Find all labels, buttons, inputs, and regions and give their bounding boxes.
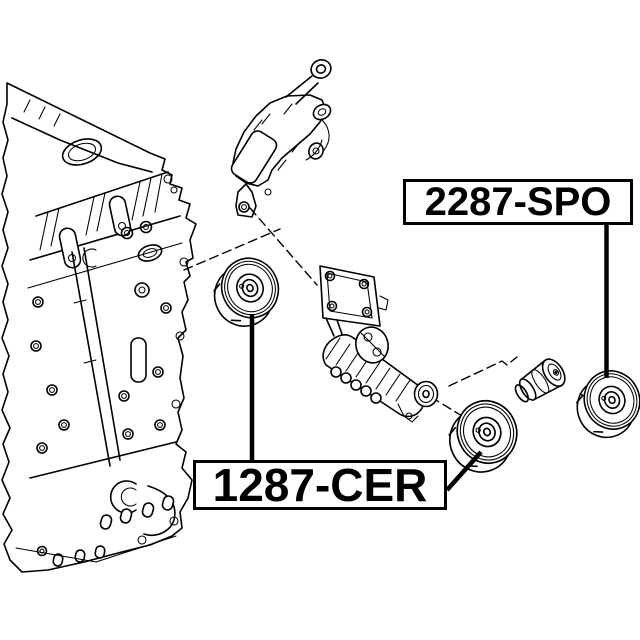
idler-pulley-right (565, 361, 640, 448)
tensioner-damper-drawing (514, 358, 566, 403)
axis-tensioner-to-damper (448, 356, 518, 387)
idler-pulley-upper (202, 248, 291, 337)
mounting-bracket-drawing (230, 59, 332, 218)
leader-lines (249, 224, 609, 492)
engine-block-drawing (1, 82, 197, 573)
part-label-1287-cer: 1287-CER (193, 459, 447, 511)
tensioner-assembly-drawing (319, 265, 439, 423)
part-number-cer: 1287-CER (212, 459, 428, 511)
part-number-spo: 2287-SPO (424, 179, 612, 224)
leader-cer-to-tensioner-pulley (445, 450, 483, 492)
axis-engine-to-upper-pulley (183, 228, 281, 271)
tensioner-pulley (436, 390, 530, 483)
part-label-2287-spo: 2287-SPO (403, 179, 633, 225)
axis-bracket-to-tensioner (249, 207, 318, 286)
